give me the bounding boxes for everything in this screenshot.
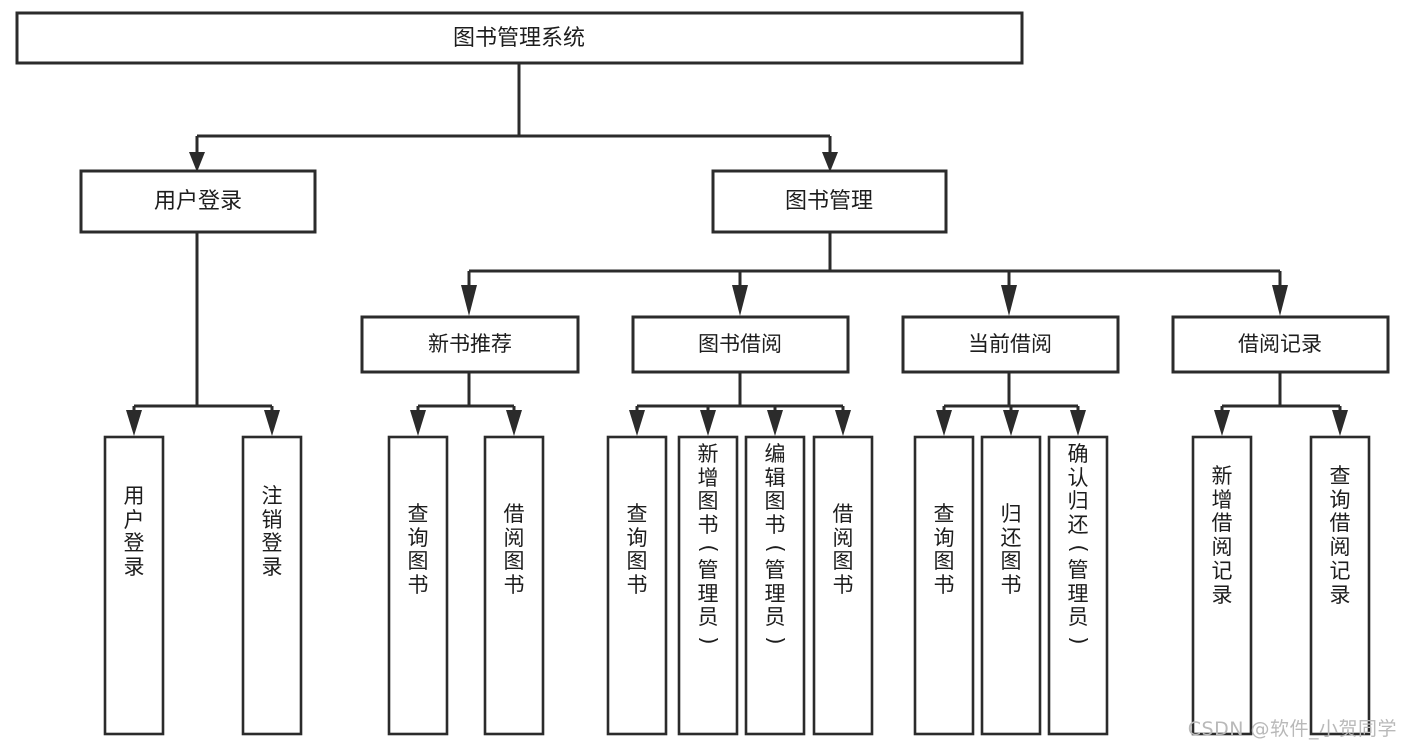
- node-book-management-label: 图书管理: [785, 189, 873, 214]
- leaf-borrow-book-1[interactable]: [483, 435, 545, 736]
- node-root-system[interactable]: 图书管理系统: [15, 11, 1024, 65]
- watermark-text: CSDN @软件_小贺同学: [1187, 718, 1397, 740]
- leaf-query-book-2[interactable]: [606, 435, 668, 736]
- node-user-login[interactable]: 用户登录: [79, 169, 317, 234]
- node-new-book-recommend[interactable]: 新书推荐: [360, 315, 580, 374]
- leaf-borrow-book-2[interactable]: [812, 435, 874, 736]
- connector-current-borrow-to-leaves: [936, 373, 1086, 436]
- connector-book-borrow-to-leaves: [629, 373, 851, 436]
- leaf-add-record[interactable]: [1191, 435, 1253, 736]
- node-book-borrow-label: 图书借阅: [698, 332, 782, 356]
- leaf-query-book-1[interactable]: [387, 435, 449, 736]
- leaf-user-login[interactable]: [103, 435, 165, 736]
- leaf-query-record[interactable]: [1309, 435, 1371, 736]
- connector-book-management-to-level3: [461, 233, 1288, 316]
- node-book-borrow[interactable]: 图书借阅: [631, 315, 850, 374]
- leaf-edit-book[interactable]: [744, 435, 806, 736]
- leaf-query-book-3[interactable]: [913, 435, 975, 736]
- node-borrow-record[interactable]: 借阅记录: [1171, 315, 1390, 374]
- node-current-borrow[interactable]: 当前借阅: [901, 315, 1120, 374]
- node-book-management[interactable]: 图书管理: [711, 169, 948, 234]
- node-user-login-label: 用户登录: [154, 189, 242, 214]
- leaf-confirm-return[interactable]: [1047, 435, 1109, 736]
- node-borrow-record-label: 借阅记录: [1238, 332, 1322, 356]
- node-current-borrow-label: 当前借阅: [968, 332, 1052, 356]
- node-root-system-label: 图书管理系统: [453, 26, 585, 51]
- leaf-add-book[interactable]: [677, 435, 739, 736]
- node-new-book-recommend-label: 新书推荐: [428, 332, 512, 356]
- connector-root-to-level2: [189, 64, 838, 172]
- leaf-logout-login[interactable]: [241, 435, 303, 736]
- connector-new-book-recommend-to-leaves: [410, 373, 522, 436]
- leaf-return-book[interactable]: [980, 435, 1042, 736]
- connector-user-login-to-leaves: [126, 233, 280, 436]
- connector-borrow-record-to-leaves: [1214, 373, 1348, 436]
